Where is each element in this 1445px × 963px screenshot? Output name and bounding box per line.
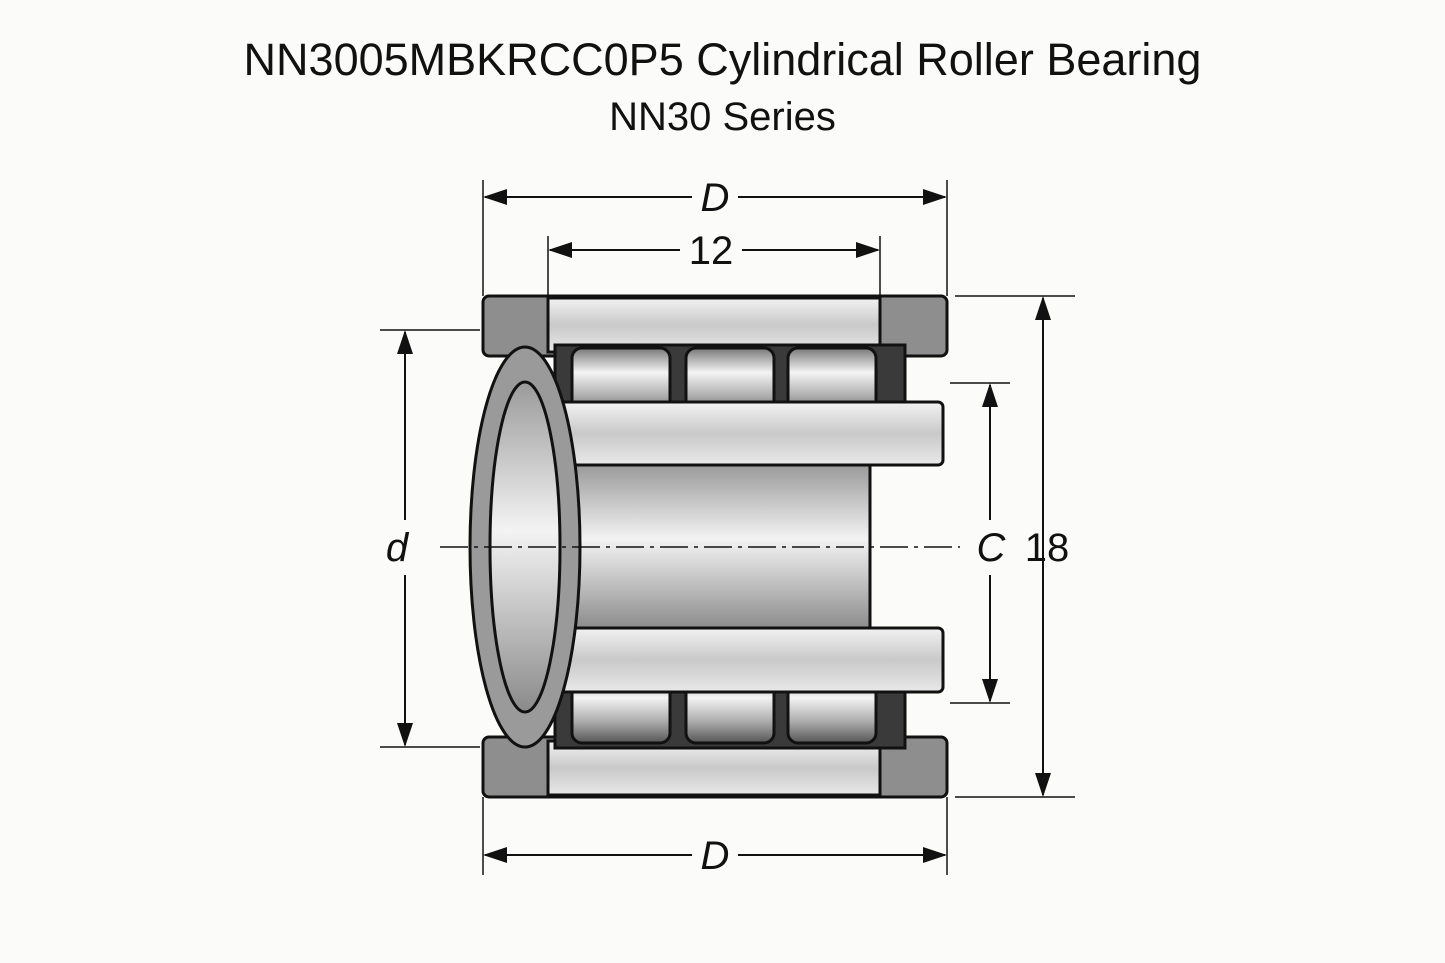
bearing-body (468, 294, 949, 799)
dim-label-roller-span: 12 (689, 229, 734, 273)
dim-label-D-top: D (701, 176, 730, 220)
dim-label-d: d (386, 526, 410, 570)
dim-label-D-bottom: D (701, 834, 730, 878)
dim-label-C: C (977, 526, 1007, 570)
inner-ring-bottom (546, 626, 945, 694)
inner-ring-top (546, 400, 945, 467)
diagram-title: NN3005MBKRCC0P5 Cylindrical Roller Beari… (243, 34, 1202, 85)
dimension-lines (397, 189, 1051, 863)
dim-label-18: 18 (1025, 526, 1070, 570)
diagram-subtitle: NN30 Series (609, 95, 836, 139)
